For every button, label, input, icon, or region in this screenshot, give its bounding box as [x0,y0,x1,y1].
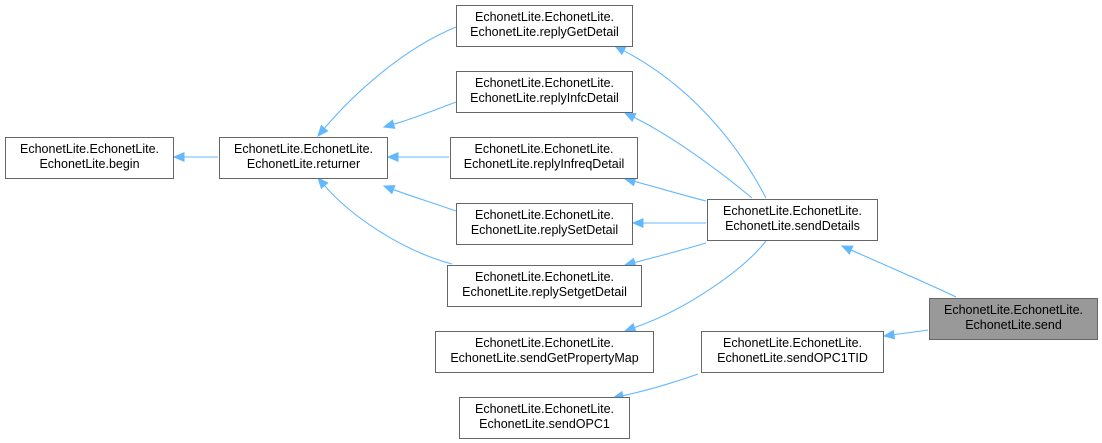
node-label-line: EchonetLite.EchonetLite. [944,303,1083,317]
node-returner[interactable]: EchonetLite.EchonetLite.EchonetLite.retu… [219,137,388,179]
edges-layer [172,26,957,401]
node-label-line: EchonetLite.sendDetails [725,219,860,233]
edge-sendDetails-to-replyGetDetail [623,50,767,199]
node-label-line: EchonetLite.EchonetLite. [20,142,159,156]
arrowhead-returner-to-begin [172,152,185,162]
node-label-line: EchonetLite.replySetDetail [471,223,618,237]
arrowhead-replyInfcDetail-to-returner [382,119,396,129]
edge-sendDetails-to-sendGetPropertyMap [634,240,767,329]
node-replySetDetail[interactable]: EchonetLite.EchonetLite.EchonetLite.repl… [456,203,633,245]
arrowhead-replyGetDetail-to-returner [317,124,329,137]
node-label-line: EchonetLite.begin [39,157,139,171]
arrowhead-sendDetails-to-replyInfcDetail [623,112,637,123]
node-label-line: EchonetLite.sendOPC1TID [717,351,868,365]
node-label-line: EchonetLite.sendGetPropertyMap [450,351,638,365]
nodes-layer: EchonetLite.EchonetLite.EchonetLite.begi… [5,5,1098,439]
edge-sendDetails-to-replyInfreqDetail [634,180,707,202]
node-box [929,298,1098,340]
node-box [701,331,884,373]
arrowhead-send-to-sendOPC1TID [882,329,896,340]
node-label-line: EchonetLite.EchonetLite. [475,336,614,350]
node-label-line: EchonetLite.EchonetLite. [475,208,614,222]
node-replyInfreqDetail[interactable]: EchonetLite.EchonetLite.EchonetLite.repl… [450,137,638,179]
node-box [707,199,878,241]
arrowhead-sendDetails-to-replyGetDetail [613,45,627,56]
node-label-line: EchonetLite.sendOPC1 [479,417,610,431]
node-label-line: EchonetLite.EchonetLite. [723,336,862,350]
node-box [5,137,174,179]
node-label-line: EchonetLite.replyInfcDetail [470,91,619,105]
arrowhead-send-to-sendDetails [840,245,854,255]
node-box [456,203,633,245]
node-box [450,137,638,179]
edge-send-to-sendDetails [850,249,957,298]
edge-send-to-sendOPC1TID [893,329,929,336]
node-label-line: EchonetLite.returner [247,157,360,171]
node-sendGetPropertyMap[interactable]: EchonetLite.EchonetLite.EchonetLite.send… [435,331,654,373]
node-label-line: EchonetLite.EchonetLite. [234,142,373,156]
node-label-line: EchonetLite.replyGetDetail [470,25,619,39]
node-label-line: EchonetLite.EchonetLite. [475,10,614,24]
node-send[interactable]: EchonetLite.EchonetLite.EchonetLite.send [929,298,1098,340]
node-replyGetDetail[interactable]: EchonetLite.EchonetLite.EchonetLite.repl… [456,5,633,47]
node-sendOPC1[interactable]: EchonetLite.EchonetLite.EchonetLite.send… [459,397,630,439]
node-label-line: EchonetLite.EchonetLite. [723,204,862,218]
edge-sendDetails-to-replyInfcDetail [633,116,753,199]
node-sendDetails[interactable]: EchonetLite.EchonetLite.EchonetLite.send… [707,199,878,241]
arrowhead-replyInfreqDetail-to-returner [386,152,399,162]
node-label-line: EchonetLite.EchonetLite. [475,270,614,284]
node-label-line: EchonetLite.send [965,318,1062,332]
arrowhead-replySetgetDetail-to-returner [317,177,329,190]
edge-sendOPC1TID-to-sendOPC1 [622,373,699,397]
arrowhead-sendDetails-to-replySetDetail [631,218,644,228]
edge-replyInfcDetail-to-returner [393,101,457,125]
node-begin[interactable]: EchonetLite.EchonetLite.EchonetLite.begi… [5,137,174,179]
node-label-line: EchonetLite.EchonetLite. [475,402,614,416]
node-box [456,71,633,113]
node-label-line: EchonetLite.replyInfreqDetail [464,157,625,171]
edge-replySetDetail-to-returner [393,189,457,212]
node-label-line: EchonetLite.EchonetLite. [475,76,614,90]
node-box [459,397,630,439]
node-box [219,137,388,179]
edge-replySetgetDetail-to-returner [324,185,453,265]
node-replySetgetDetail[interactable]: EchonetLite.EchonetLite.EchonetLite.repl… [447,265,642,307]
node-label-line: EchonetLite.replySetgetDetail [462,285,627,299]
node-label-line: EchonetLite.EchonetLite. [475,142,614,156]
node-box [447,265,642,307]
edge-sendDetails-to-replySetgetDetail [634,242,707,264]
edge-replyGetDetail-to-returner [324,26,457,129]
arrowhead-replySetDetail-to-returner [382,185,396,195]
arrowhead-sendDetails-to-sendGetPropertyMap [623,322,637,333]
node-replyInfcDetail[interactable]: EchonetLite.EchonetLite.EchonetLite.repl… [456,71,633,113]
node-box [456,5,633,47]
node-box [435,331,654,373]
node-sendOPC1TID[interactable]: EchonetLite.EchonetLite.EchonetLite.send… [701,331,884,373]
